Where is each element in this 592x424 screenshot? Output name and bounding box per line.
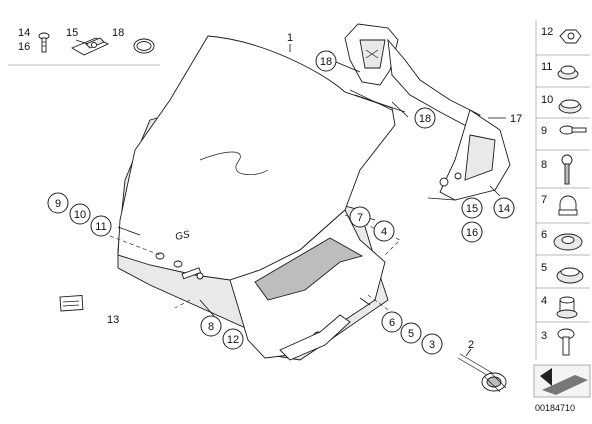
sticker-icon: [59, 294, 84, 312]
callout-text: 11: [95, 221, 106, 233]
callout-text: 7: [357, 212, 363, 224]
adjustment-knob: [457, 353, 507, 393]
screw-icon: [38, 32, 50, 53]
orientation-arrow-icon: [533, 364, 591, 398]
callout-8: 8: [200, 315, 222, 337]
callout-text: 5: [408, 328, 414, 340]
callout-11: 11: [90, 215, 112, 237]
callout-text: 10: [74, 209, 86, 221]
label-18: 18: [112, 27, 124, 39]
right-parts-column: 12 11 10 9 8 7: [535, 20, 590, 360]
callout-1: 1: [287, 32, 293, 44]
callout-14: 14: [493, 197, 515, 219]
windshield-logo: GS: [174, 229, 191, 243]
callout-4: 4: [373, 220, 395, 242]
callout-18-a: 18: [315, 50, 337, 72]
lower-trim: [279, 314, 351, 361]
callout-text: 18: [320, 56, 332, 68]
callout-17: 17: [510, 113, 522, 125]
column-label-5: 5: [541, 262, 547, 274]
guide-line: [174, 299, 191, 309]
callout-text: 18: [419, 113, 431, 125]
column-label-6: 6: [541, 229, 547, 241]
label-15: 15: [66, 27, 78, 39]
column-label-7: 7: [541, 194, 547, 206]
stud-icon: [561, 154, 573, 185]
callout-18-b: 18: [414, 107, 436, 129]
callout-text: 14: [498, 203, 510, 215]
callout-5: 5: [400, 322, 422, 344]
callout-text: 16: [466, 227, 478, 239]
clip-nut-icon: [70, 37, 110, 56]
callout-text: 9: [55, 198, 61, 210]
nut-icon: [559, 29, 582, 44]
callout-3: 3: [421, 333, 443, 355]
o-ring-icon: [133, 38, 155, 54]
spacer-icon: [556, 267, 584, 284]
bolt-icon: [557, 328, 575, 356]
screw-icon: [559, 125, 587, 135]
callout-text: 8: [208, 321, 214, 333]
callout-7: 7: [349, 206, 371, 228]
column-label-3: 3: [541, 330, 547, 342]
guide-line: [109, 235, 161, 256]
callout-13: 13: [107, 314, 119, 326]
callout-text: 12: [227, 334, 239, 346]
callout-9: 9: [47, 192, 69, 214]
callout-15: 15: [461, 197, 483, 219]
column-label-9: 9: [541, 125, 547, 137]
shield-shadow: [254, 237, 364, 301]
callout-text: 4: [381, 226, 387, 238]
leader-lines: [117, 44, 506, 357]
callout-12: 12: [222, 328, 244, 350]
grommet-icon: [557, 65, 579, 80]
mounting-bracket: [344, 23, 511, 201]
reference-code: 00184710: [535, 403, 575, 413]
callout-2: 2: [468, 339, 474, 351]
windshield-screen: [117, 35, 396, 281]
callout-text: 15: [466, 203, 478, 215]
bushing-group: [155, 252, 204, 280]
callout-text: 6: [389, 317, 395, 329]
callout-16: 16: [461, 221, 483, 243]
column-label-4: 4: [541, 295, 547, 307]
column-label-10: 10: [541, 94, 553, 106]
bushing-icon: [556, 296, 578, 319]
column-label-11: 11: [541, 61, 552, 73]
washer-icon: [558, 99, 582, 114]
callout-text: 3: [429, 339, 435, 351]
decorative-swoosh: [199, 151, 269, 176]
cap-nut-icon: [558, 195, 578, 216]
column-label-12: 12: [541, 26, 553, 38]
callout-6: 6: [381, 311, 403, 333]
label-16: 16: [18, 41, 30, 53]
rubber-mount-icon: [553, 233, 583, 251]
top-left-parts-box: 14 16 15 18: [8, 27, 160, 66]
windshield-assembly: GS: [109, 35, 401, 361]
callout-10: 10: [69, 203, 91, 225]
column-label-8: 8: [541, 159, 547, 171]
label-14: 14: [18, 27, 30, 39]
